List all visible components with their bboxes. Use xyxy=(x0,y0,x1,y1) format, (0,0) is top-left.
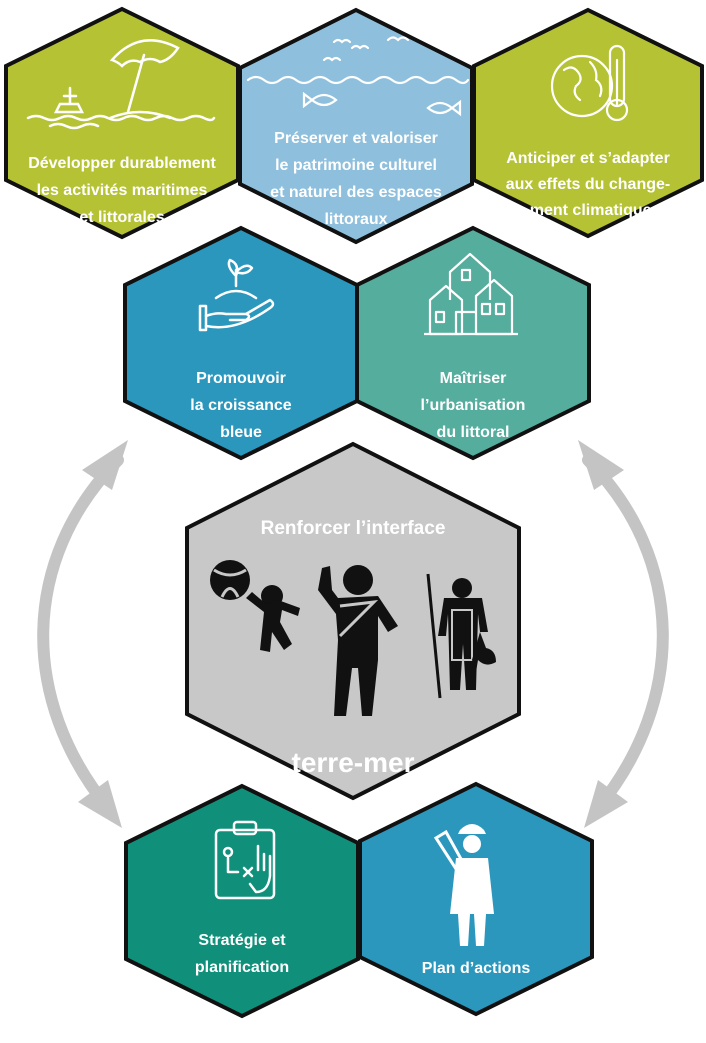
climat-line-2: aux effets du change- xyxy=(506,176,670,193)
urbanisation-line-3: du littoral xyxy=(437,424,510,441)
maritime-line-3: et littorales xyxy=(79,209,164,226)
patrimoine-line-2: le patrimoine culturel xyxy=(275,157,437,174)
child-figure xyxy=(246,585,300,652)
beach-ball-icon xyxy=(210,560,250,600)
people-icon xyxy=(210,560,496,716)
croissance-line-1: Promouvoir xyxy=(196,370,286,387)
beach-umbrella-icon xyxy=(26,39,216,130)
patrimoine-line-4: littoraux xyxy=(324,211,387,228)
right-cycle-arrow xyxy=(578,440,669,828)
urbanisation-line-1: Maîtriser xyxy=(440,370,507,387)
strategie-line-1: Stratégie et xyxy=(198,932,286,949)
interface-subtitle: terre-mer xyxy=(292,747,415,778)
hex-patrimoine: Préserver et valoriser le patrimoine cul… xyxy=(238,7,474,245)
hex-maritime: Développer durablement les activités mar… xyxy=(4,6,240,240)
maritime-line-2: les activités maritimes xyxy=(37,182,208,199)
patrimoine-line-1: Préserver et valoriser xyxy=(274,130,438,147)
actions-line-1: Plan d’actions xyxy=(422,960,531,977)
left-cycle-arrow xyxy=(37,440,128,828)
hex-croissance: Promouvoir la croissance bleue xyxy=(123,225,359,461)
lifeguard-figure xyxy=(318,565,398,716)
hex-actions: Plan d’actions xyxy=(358,781,594,1017)
strategie-line-2: planification xyxy=(195,959,289,976)
hex-climat: Anticiper et s’adapter aux effets du cha… xyxy=(472,7,704,239)
fisherman-figure xyxy=(426,573,496,699)
hex-interface: Renforcer l’interface xyxy=(185,441,521,801)
urbanisation-line-2: l’urbanisation xyxy=(421,397,526,414)
houses-icon xyxy=(424,252,518,336)
clipboard-plan-icon xyxy=(214,820,276,900)
patrimoine-line-3: et naturel des espaces xyxy=(270,184,442,201)
globe-thermometer-icon xyxy=(550,44,629,122)
croissance-line-2: la croissance xyxy=(190,397,292,414)
engineer-icon xyxy=(433,824,494,946)
hand-seedling-icon xyxy=(198,258,275,332)
hex-strategie: Stratégie et planification xyxy=(124,783,360,1019)
hex-urbanisation: Maîtriser l’urbanisation du littoral xyxy=(355,225,591,461)
maritime-line-1: Développer durablement xyxy=(28,155,216,172)
climat-line-1: Anticiper et s’adapter xyxy=(506,150,670,167)
interface-title: Renforcer l’interface xyxy=(261,518,446,539)
sea-birds-fish-icon xyxy=(246,36,470,117)
croissance-line-3: bleue xyxy=(220,424,262,441)
climat-line-3: -ment climatique xyxy=(524,202,651,219)
